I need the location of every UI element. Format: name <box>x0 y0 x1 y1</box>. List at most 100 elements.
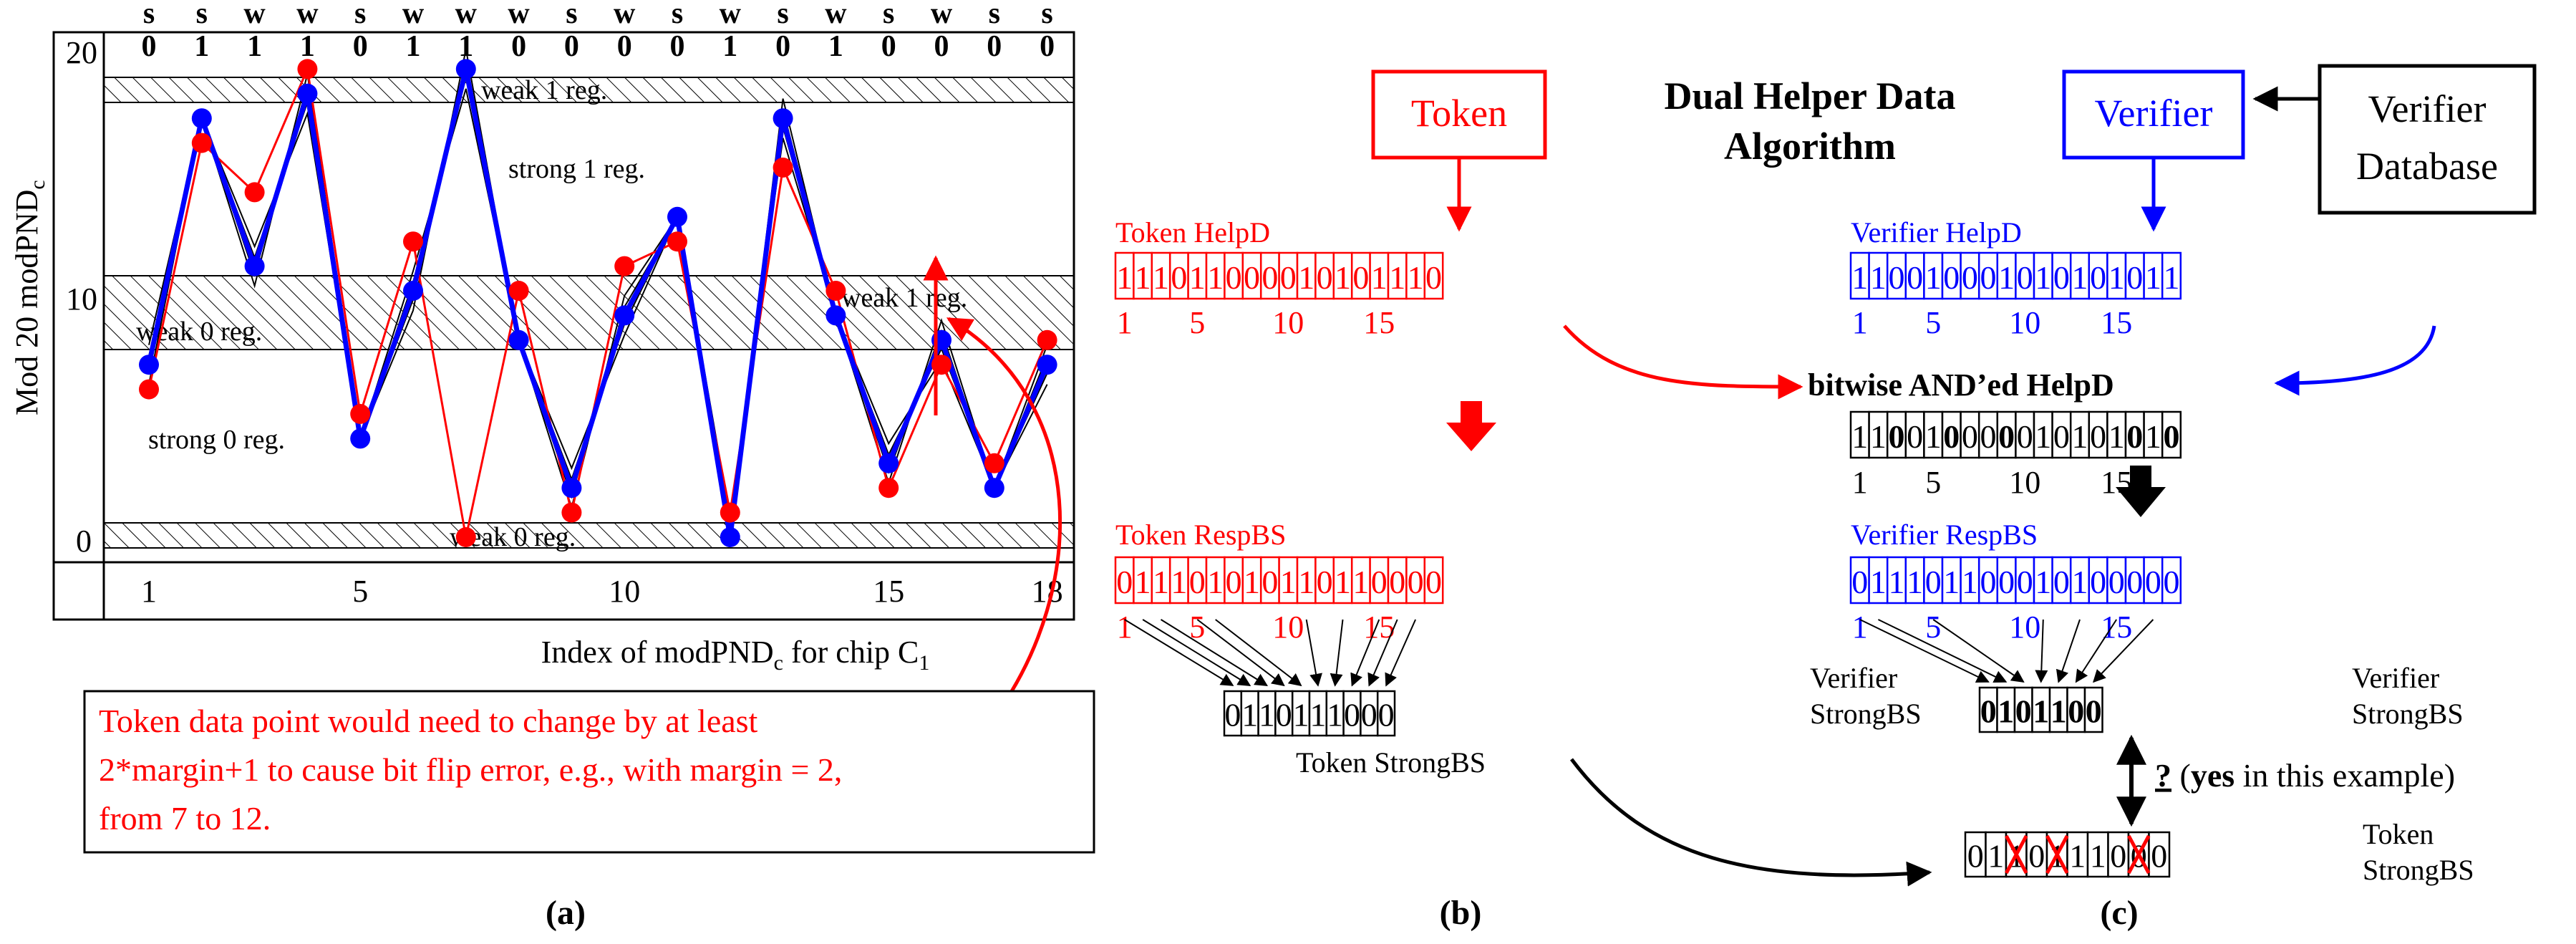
strength-letter: w <box>825 0 847 30</box>
region-label-weak-right: weak 1 reg. <box>841 283 967 313</box>
strength-letter: w <box>931 0 953 30</box>
bit-cell-value: 0 <box>2126 564 2143 600</box>
bit-cell <box>1941 251 1962 300</box>
bit-cell-value: 0 <box>1980 418 1997 455</box>
x-tick-label: 18 <box>1032 574 1063 609</box>
bit-cell-value: 1 <box>1153 259 1169 296</box>
verifier-data-point <box>297 83 318 104</box>
bit-cell-value: 0 <box>1408 564 1424 600</box>
bit-cell-value: 1 <box>1207 564 1224 600</box>
bit-cell <box>1996 251 2017 300</box>
strength-letter: s <box>777 0 788 30</box>
region-label-strong1: strong 1 reg. <box>508 154 645 184</box>
bit-index-label: 10 <box>1272 610 1304 645</box>
bit-cell <box>1849 556 1870 605</box>
token-data-point <box>878 478 899 499</box>
bit-cell-value: 0 <box>1980 564 1997 600</box>
bit-cell-value: 1 <box>2145 418 2161 455</box>
y-tick-10: 10 <box>66 281 97 317</box>
bit-cell-value: 0 <box>1425 564 1442 600</box>
verifier-data-point <box>720 527 740 547</box>
bit-cell <box>1205 556 1226 605</box>
selection-arrow <box>2035 619 2048 683</box>
strength-letter: w <box>720 0 742 30</box>
verifier-data-point <box>508 329 529 350</box>
strength-letter: w <box>614 0 636 30</box>
bit-cell-value: 0 <box>2017 259 2033 296</box>
verifier-data-point <box>191 108 212 129</box>
strength-letter: s <box>196 0 208 30</box>
bit-cell-value: 0 <box>2164 418 2180 455</box>
bit-cell-value: 1 <box>1925 259 1942 296</box>
bit-index-label: 5 <box>1189 610 1205 645</box>
x-tick-label: 5 <box>352 574 368 609</box>
verifier-data-point <box>984 478 1004 499</box>
strength-letter: w <box>455 0 478 30</box>
bit-cell-value: 0 <box>2090 564 2106 600</box>
verifier-strongbs-right-line-1: Verifier <box>2352 662 2439 694</box>
bit-cell-value: 1 <box>1241 696 1258 733</box>
bit-cell <box>1296 556 1317 605</box>
bit-cell-value: 0 <box>1851 564 1868 600</box>
verifier-data-point <box>614 305 635 326</box>
strength-letter: w <box>402 0 425 30</box>
selection-arrow <box>1160 619 1269 686</box>
bit-cell-value: 1 <box>2072 564 2088 600</box>
bit-cell <box>1423 556 1444 605</box>
bit-cell <box>1376 690 1396 737</box>
bit-cell-value: 1 <box>1298 564 1314 600</box>
bit-value: 0 <box>353 30 368 63</box>
strength-letter: s <box>143 0 155 30</box>
bit-cell <box>1369 556 1390 605</box>
verifier-strongbs-left-line-1: Verifier <box>1810 662 1897 694</box>
bit-cell-value: 1 <box>2072 418 2088 455</box>
bit-cell <box>2124 251 2145 300</box>
bit-cell <box>1868 410 1889 459</box>
strength-letter: w <box>296 0 319 30</box>
bit-cell-value: 1 <box>2035 418 2051 455</box>
bit-cell <box>1168 251 1189 300</box>
bit-cell-value: 0 <box>2164 564 2180 600</box>
bit-index-label: 5 <box>1189 305 1205 340</box>
bit-cell-value: 0 <box>1889 259 1905 296</box>
mismatch-mark <box>2127 834 2151 875</box>
bit-cell-value: 0 <box>1998 564 2015 600</box>
token-respbs-label: Token RespBS <box>1115 519 1286 551</box>
bit-index-label: 1 <box>1852 610 1868 645</box>
bit-value: 1 <box>828 30 843 63</box>
compare-label: ? (yes in this example) <box>2155 757 2455 794</box>
mismatch-mark <box>2045 834 2069 875</box>
bit-index-label: 15 <box>1363 610 1395 645</box>
bit-cell-value: 0 <box>1907 418 1923 455</box>
region-label-weak1: weak 1 reg. <box>481 75 607 105</box>
bit-cell-value: 0 <box>2053 259 2070 296</box>
bit-cell-value: 1 <box>1309 696 1326 733</box>
bit-index-label: 5 <box>1925 610 1941 645</box>
bit-cell-value: 1 <box>1870 564 1887 600</box>
bit-cell-value: 0 <box>1317 259 1333 296</box>
token-strongbs-label: Token StrongBS <box>1296 746 1486 779</box>
bit-cell <box>1941 410 1962 459</box>
bit-index-label: 10 <box>2009 610 2040 645</box>
bit-cell-value: 1 <box>1870 418 1887 455</box>
bit-cell <box>1977 251 1999 300</box>
bit-cell-value: 1 <box>1153 564 1169 600</box>
bit-cell-value: 1 <box>1851 418 1868 455</box>
bit-cell-value: 0 <box>2126 259 2143 296</box>
caption-c: (c) <box>2100 894 2138 932</box>
bit-cell-value: 0 <box>2145 564 2161 600</box>
verifier-data-point <box>244 256 265 276</box>
bit-cell-value: 0 <box>1262 259 1278 296</box>
bit-cell <box>1941 556 1962 605</box>
token-helpd-label: Token HelpD <box>1115 216 1270 249</box>
bit-cell-value: 0 <box>1925 564 1942 600</box>
bit-value: 0 <box>564 30 579 63</box>
bit-cell <box>2106 410 2127 459</box>
token-data-point <box>350 404 371 424</box>
token-data-point <box>1037 329 1057 350</box>
